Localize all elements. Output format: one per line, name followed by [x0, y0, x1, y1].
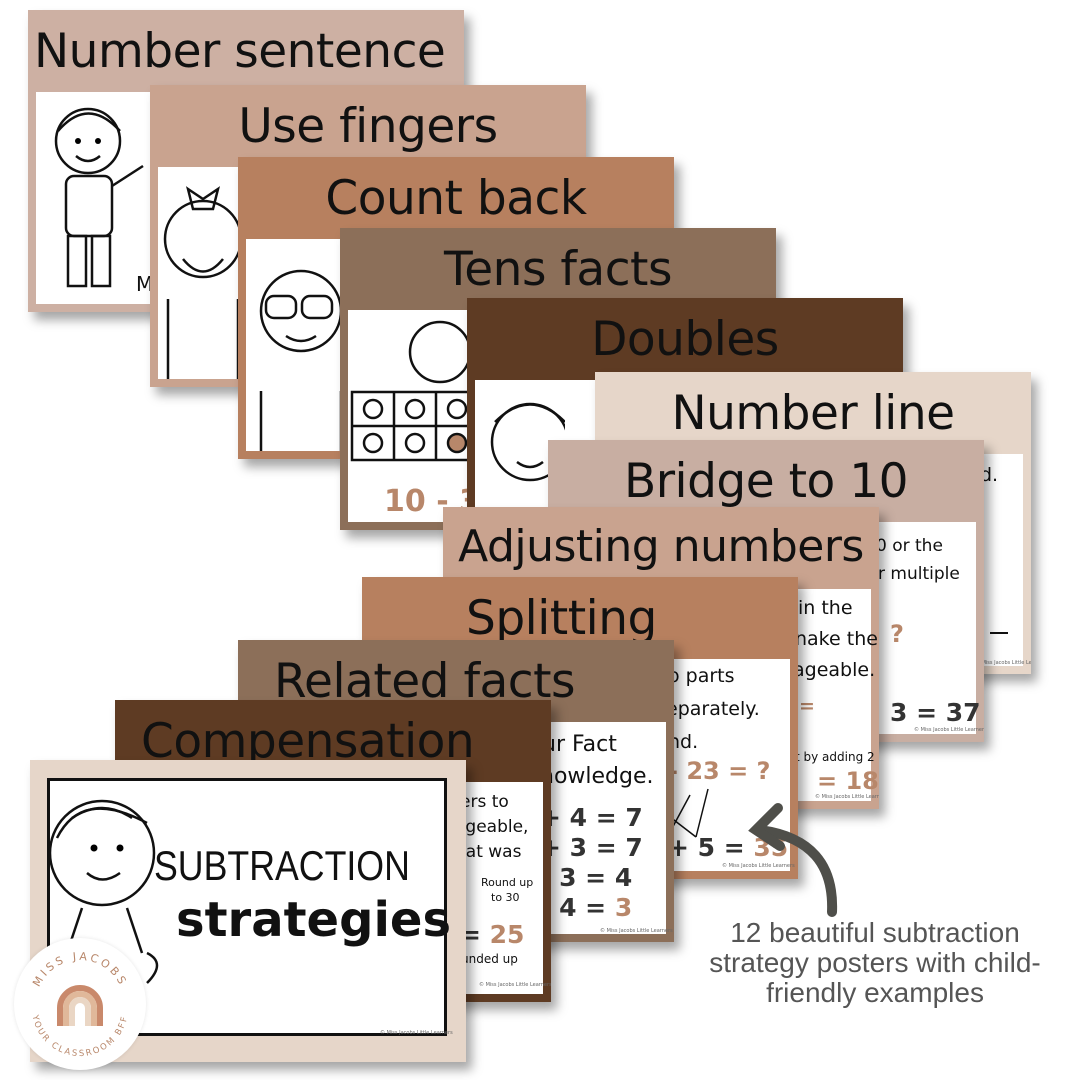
poster-equation: 3 = 37	[890, 698, 981, 727]
curved-arrow-icon	[748, 803, 838, 917]
poster-text: ageable.	[793, 659, 876, 681]
poster-equation: + 4 = 7	[540, 803, 643, 832]
copyright: © Miss Jacobs Little Learners	[815, 794, 879, 800]
number-line-arrow	[990, 632, 1008, 634]
logo-bottom-text: YOUR CLASSROOM BFF	[29, 1013, 128, 1059]
copyright: © Miss Jacobs Little Learners	[975, 660, 1031, 666]
rainbow-logo-icon: MISS JACOBS YOUR CLASSROOM BFF	[29, 950, 130, 1059]
child-illustration	[259, 269, 343, 451]
poster-equation: = 18	[817, 767, 879, 795]
poster-text: r multiple	[878, 564, 960, 584]
poster-text: =	[799, 695, 815, 717]
poster-title: Related facts	[274, 654, 576, 709]
copyright: © Miss Jacobs Little Learners	[722, 863, 795, 869]
equation-answer: 3	[614, 893, 633, 922]
child-holding-sign-illustration	[48, 799, 159, 984]
copyright: © Miss Jacobs Little Learners	[600, 928, 673, 934]
poster-title: Compensation	[141, 714, 475, 769]
poster-text: to 30	[491, 891, 520, 904]
poster-text: o parts	[668, 665, 735, 687]
copyright: © Miss Jacobs Little Learners	[380, 1030, 453, 1036]
poster-text: in the	[798, 597, 853, 619]
svg-text:MISS JACOBS: MISS JACOBS	[30, 950, 130, 989]
poster-equation: - 3 = 4	[540, 863, 633, 892]
child-illustration	[54, 107, 144, 288]
poster-text: unded up	[461, 952, 518, 966]
poster-equation: = 25	[460, 920, 524, 949]
copyright: © Miss Jacobs Little Learners	[479, 982, 551, 988]
logo-top-text: MISS JACOBS	[30, 950, 127, 989]
miss-jacobs-logo: MISS JACOBS YOUR CLASSROOM BFF	[14, 938, 146, 1070]
equation-part: + 5 =	[668, 833, 754, 862]
poster-title: Count back	[325, 171, 587, 226]
poster-text: t by adding 2	[795, 750, 875, 764]
poster-text: ur Fact	[542, 732, 617, 757]
equation-part: - 4 =	[540, 893, 615, 922]
cover-heading-strategies: strategies	[176, 892, 452, 948]
poster-text: ?	[890, 620, 904, 648]
poster-equation: - 4 = 3	[540, 893, 632, 922]
poster-text: nowledge.	[540, 764, 654, 789]
poster-text: 0 or the	[876, 536, 943, 556]
poster-title: Bridge to 10	[623, 454, 909, 509]
cover-heading-subtraction: SUBTRACTION	[154, 842, 410, 889]
child-illustration	[163, 186, 243, 379]
poster-text: ageable,	[455, 817, 529, 837]
poster-title: Adjusting numbers	[458, 521, 864, 572]
poster-text: eparately.	[666, 698, 760, 720]
poster-title: Tens facts	[444, 242, 672, 297]
equation-answer: 25	[489, 920, 525, 949]
product-caption: 12 beautiful subtraction strategy poster…	[709, 917, 1041, 1008]
poster-equation: + 3 = 7	[540, 833, 643, 862]
child-illustration	[490, 402, 565, 482]
poster-text: ers to	[460, 792, 509, 812]
ten-frame-illustration	[350, 320, 479, 462]
poster-title: Number sentence	[34, 24, 446, 79]
poster-text: d.	[980, 464, 999, 486]
svg-text:YOUR CLASSROOM BFF: YOUR CLASSROOM BFF	[29, 1013, 130, 1059]
poster-title: Splitting	[466, 591, 657, 646]
poster-text: hat was	[455, 842, 522, 862]
poster-text: nake the	[795, 628, 878, 650]
copyright: © Miss Jacobs Little Learners	[914, 727, 984, 733]
poster-text: M	[136, 272, 154, 296]
poster-title: Doubles	[591, 312, 779, 367]
poster-title: Use fingers	[238, 99, 498, 154]
poster-text: nd.	[668, 731, 699, 753]
poster-equation: - 23 = ?	[668, 757, 771, 785]
poster-title: Number line	[671, 386, 955, 441]
poster-text: Round up	[481, 876, 534, 889]
